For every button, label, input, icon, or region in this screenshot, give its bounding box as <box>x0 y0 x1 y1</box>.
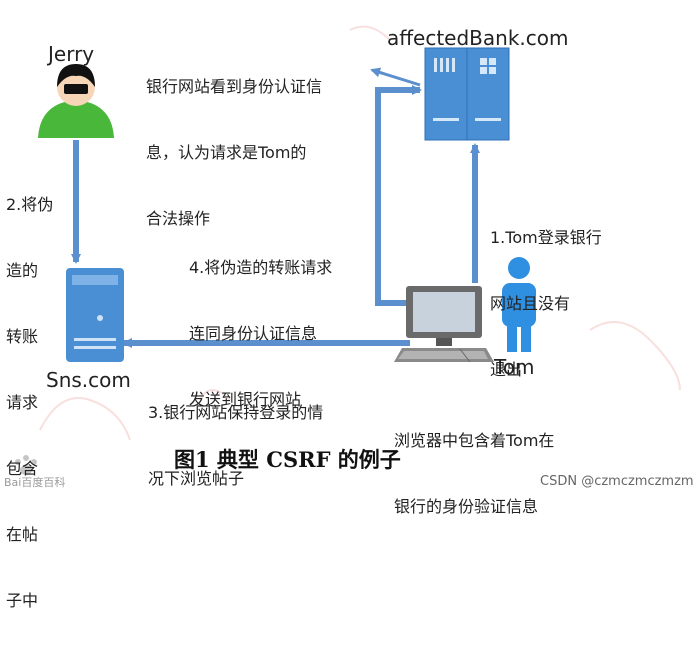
jerry-label: Jerry <box>48 42 95 66</box>
figure-caption: 图1 典型 CSRF 的例子 <box>174 447 401 472</box>
step2-note: 2.将伪 造的 转账 请求 包含 在帖 子中 <box>6 195 54 610</box>
background-watermark <box>39 25 681 441</box>
tom-icon <box>502 257 536 352</box>
baidu-watermark: Bai百度百科 <box>4 476 66 489</box>
step3-note: 3.银行网站保持登录的情 况下浏览帖子 <box>148 403 324 488</box>
step4-note: 4.将伪造的转账请求 连同身份认证信息 发送到银行网站 <box>189 258 333 409</box>
browser-note: 浏览器中包含着Tom在 银行的身份验证信息 <box>394 431 555 516</box>
diagram-graphics <box>15 25 681 475</box>
sns-label: Sns.com <box>46 368 131 392</box>
csrf-diagram: Jerry affectedBank.com Sns.com Tom 银行网站看… <box>4 25 694 610</box>
baidu-logo-mark <box>15 455 37 475</box>
arrow-step4 <box>375 85 422 306</box>
step1-note: 1.Tom登录银行 网站且没有 退出 <box>490 228 602 379</box>
bank-server-icon <box>424 47 510 141</box>
tom-label: Tom <box>494 355 535 379</box>
bank-sees-note: 银行网站看到身份认证信 息，认为请求是Tom的 合法操作 <box>146 77 323 228</box>
csdn-credit: CSDN @czmczmczmzm <box>540 474 694 489</box>
bank-label: affectedBank.com <box>387 26 569 50</box>
jerry-icon <box>38 64 114 138</box>
sns-server-icon <box>66 268 124 362</box>
arrow-bank-note <box>370 67 421 87</box>
computer-icon <box>394 286 494 363</box>
